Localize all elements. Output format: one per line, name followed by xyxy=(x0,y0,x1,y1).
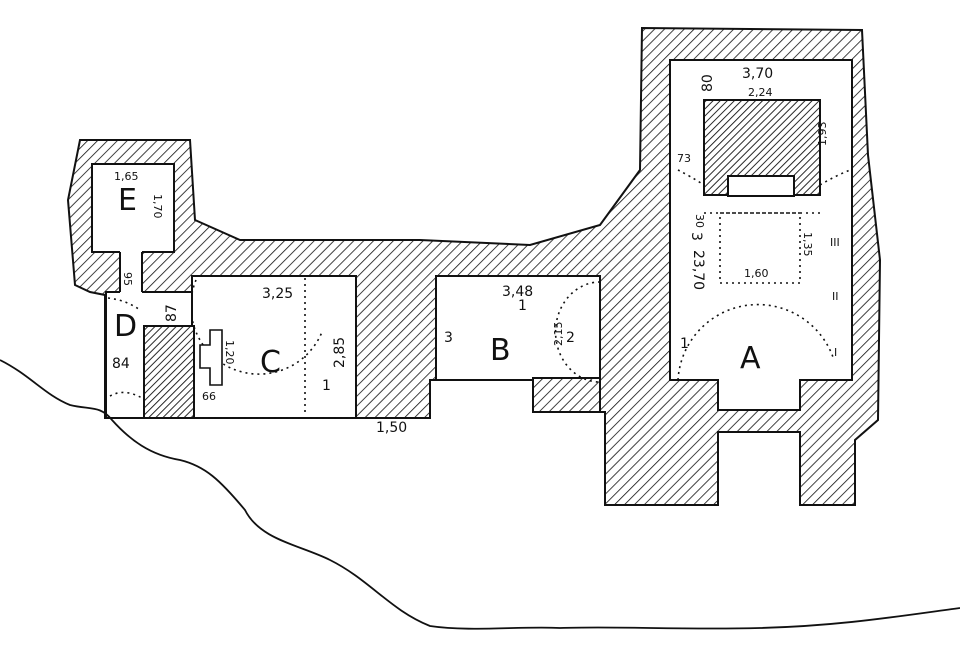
dim-b-width: 3,48 xyxy=(502,284,533,300)
dim-b-3: 3 xyxy=(444,330,453,346)
room-c-label: C xyxy=(260,345,281,380)
dim-a-1: 1 xyxy=(680,336,689,352)
room-d-label: D xyxy=(114,309,137,344)
room-b-label: B xyxy=(490,333,511,368)
dim-a-length: 23,70 xyxy=(690,250,706,290)
dim-c-height: 2,85 xyxy=(332,337,348,368)
room-e xyxy=(91,163,175,253)
dim-a-roman-1: I xyxy=(834,346,837,359)
room-e-label: E xyxy=(118,183,137,218)
dim-a-inner-side: 1,35 xyxy=(801,232,814,257)
dim-c-niche: 1,20 xyxy=(223,340,236,365)
dim-c-width: 3,25 xyxy=(262,286,293,302)
dim-b-1: 1 xyxy=(518,298,527,314)
dim-e-height: 1,70 xyxy=(151,194,164,219)
dim-a-3: 3 xyxy=(688,232,704,241)
c-niche xyxy=(199,329,223,386)
dim-d-84: 84 xyxy=(112,356,130,372)
dim-a-roman-3: III xyxy=(830,236,840,249)
dim-b-bottom: 1,50 xyxy=(376,420,407,436)
dim-e-width: 1,65 xyxy=(114,170,139,183)
dim-a-block-side: 1,93 xyxy=(816,122,829,147)
room-a-label: A xyxy=(740,341,761,376)
dim-a-top-width: 3,70 xyxy=(742,66,773,82)
d-pillar xyxy=(143,325,195,419)
dim-a-80: 80 xyxy=(700,74,716,92)
dim-c-66: 66 xyxy=(202,390,216,403)
dim-e-95: 95 xyxy=(121,272,134,286)
dim-a-roman-2: II xyxy=(832,290,839,303)
dim-c-1: 1 xyxy=(322,378,331,394)
dim-a-inner: 1,60 xyxy=(744,267,769,280)
a-inner-outline xyxy=(719,212,801,284)
dim-a-30: 30 xyxy=(693,214,706,228)
dim-d-87: 87 xyxy=(164,304,180,322)
dim-a-73: 73 xyxy=(677,152,691,165)
dim-b-2-5: 2,15 xyxy=(552,322,565,347)
dim-b-2: 2 xyxy=(566,330,575,346)
a-block-opening xyxy=(727,175,795,197)
terrain-line xyxy=(0,359,960,630)
dim-a-block-width: 2,24 xyxy=(748,86,773,99)
e-passage xyxy=(120,250,142,296)
